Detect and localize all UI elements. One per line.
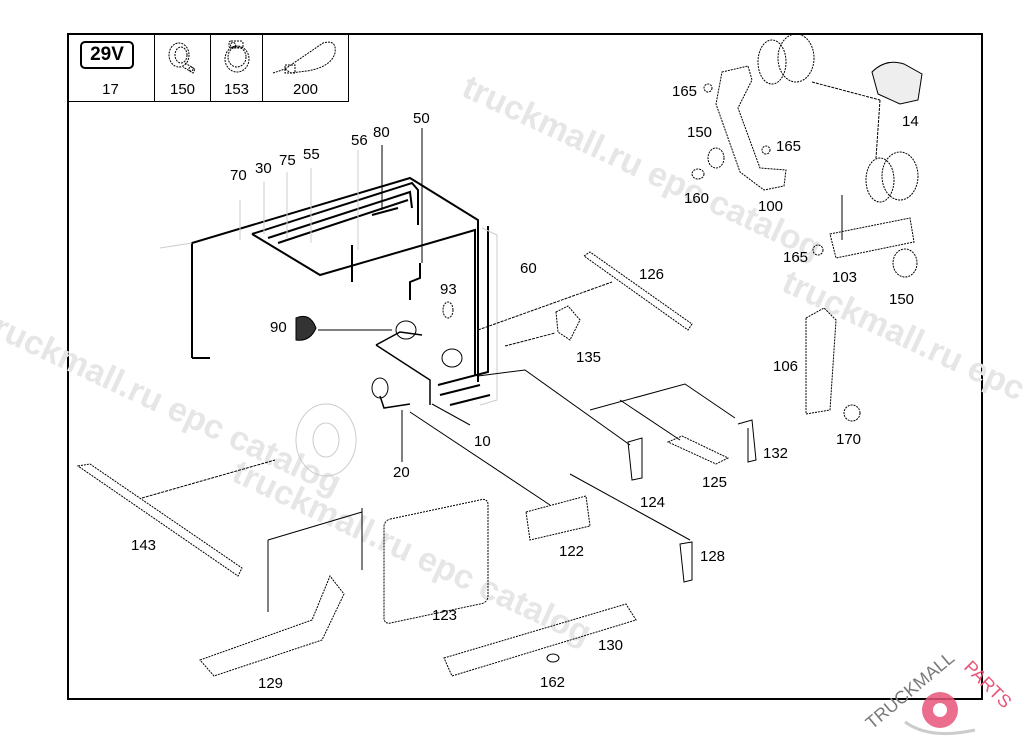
callout-30: 30 bbox=[255, 160, 272, 177]
callout-80: 80 bbox=[373, 124, 390, 141]
legend-ref: 150 bbox=[169, 81, 196, 98]
callout-128: 128 bbox=[700, 548, 725, 565]
callout-20: 20 bbox=[393, 464, 410, 481]
callout-93: 93 bbox=[440, 281, 457, 298]
callout-122: 122 bbox=[559, 543, 584, 560]
cable-tie-icon bbox=[272, 41, 336, 74]
p-clamp-icon bbox=[168, 42, 196, 74]
callout-124: 124 bbox=[640, 494, 665, 511]
truckmallparts-logo: TRUCKMALL PARTS bbox=[862, 648, 1016, 736]
callout-100: 100 bbox=[758, 198, 783, 215]
callout-135: 135 bbox=[576, 349, 601, 366]
voltage-badge: 29V bbox=[80, 41, 134, 69]
callout-126: 126 bbox=[639, 266, 664, 283]
callout-50: 50 bbox=[413, 110, 430, 127]
callout-106: 106 bbox=[773, 358, 798, 375]
brand-text-parts: PARTS bbox=[960, 657, 1015, 712]
callout-60: 60 bbox=[520, 260, 537, 277]
callout-labels: 70 30 75 55 56 80 50 60 93 90 10 20 126 … bbox=[131, 83, 919, 692]
watermark: truckmall.ru epc catalog bbox=[0, 303, 347, 503]
callout-55: 55 bbox=[303, 146, 320, 163]
watermark: truckmall.ru epc catalog bbox=[227, 453, 598, 653]
callout-165-bottom: 165 bbox=[783, 249, 808, 266]
watermark: truckmall.ru epc catalog bbox=[457, 68, 828, 268]
callout-132: 132 bbox=[763, 445, 788, 462]
symbol-legend: 29V 17 150 153 200 bbox=[67, 33, 349, 102]
callout-143: 143 bbox=[131, 537, 156, 554]
brackets bbox=[76, 251, 757, 677]
legend-ref: 200 bbox=[292, 81, 319, 98]
legend-cell-hose-clamp: 153 bbox=[211, 33, 263, 101]
callout-75: 75 bbox=[279, 152, 296, 169]
callout-165-top: 165 bbox=[672, 83, 697, 100]
callout-162: 162 bbox=[540, 674, 565, 691]
callout-170: 170 bbox=[836, 431, 861, 448]
callout-10: 10 bbox=[474, 433, 491, 450]
callout-129: 129 bbox=[258, 675, 283, 692]
legend-cell-cable-tie: 200 bbox=[263, 33, 348, 101]
legend-ref: 153 bbox=[223, 81, 250, 98]
diagram-frame bbox=[67, 33, 983, 700]
callout-123: 123 bbox=[432, 607, 457, 624]
right-components bbox=[691, 33, 923, 422]
harness-assembly bbox=[159, 128, 613, 506]
callout-160: 160 bbox=[684, 190, 709, 207]
callout-70: 70 bbox=[230, 167, 247, 184]
callout-150-top: 150 bbox=[687, 124, 712, 141]
callout-130: 130 bbox=[598, 637, 623, 654]
legend-cell-voltage: 29V 17 bbox=[67, 33, 155, 101]
callout-125: 125 bbox=[702, 474, 727, 491]
callout-90: 90 bbox=[270, 319, 287, 336]
callout-103: 103 bbox=[832, 269, 857, 286]
legend-ref: 17 bbox=[102, 81, 119, 98]
callout-56: 56 bbox=[351, 132, 368, 149]
callout-14: 14 bbox=[902, 113, 919, 130]
callout-150-bottom: 150 bbox=[889, 291, 914, 308]
callout-165-mid: 165 bbox=[776, 138, 801, 155]
hose-clamp-icon bbox=[224, 40, 250, 73]
gear-icon bbox=[904, 692, 976, 736]
watermarks: truckmall.ru epc catalog truckmall.ru ep… bbox=[0, 68, 1024, 653]
legend-cell-p-clamp: 150 bbox=[155, 33, 211, 101]
